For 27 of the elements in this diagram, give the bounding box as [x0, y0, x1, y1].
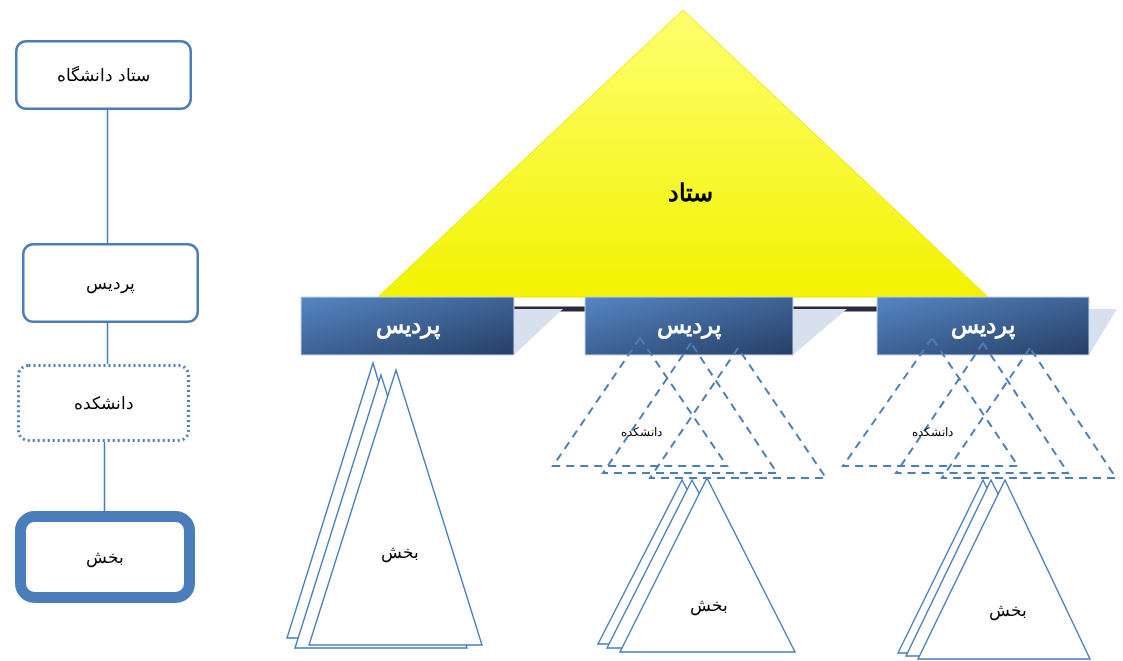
org-level-box — [22, 243, 199, 323]
dotted-level-box — [17, 364, 190, 442]
department-triangle-stack — [285, 361, 484, 650]
level-label: بخش — [989, 600, 1027, 620]
level-label: پردیس — [86, 273, 135, 293]
connector-line — [106, 109, 109, 244]
campus-banner — [301, 297, 514, 355]
department-triangle-stack — [896, 478, 1092, 661]
connector-line — [106, 322, 109, 365]
org-level-box — [15, 40, 192, 110]
level-label: بخش — [381, 542, 419, 562]
level-title: پردیس — [951, 310, 1015, 338]
level-title: پردیس — [657, 310, 721, 338]
campus-banner — [877, 297, 1089, 355]
campus-banner — [585, 297, 793, 355]
department-triangle-stack — [596, 476, 797, 654]
level-title: ستاد — [667, 177, 713, 207]
level-label: دانشکده — [620, 425, 662, 439]
thick-level-box — [15, 511, 195, 603]
level-title: پردیس — [375, 310, 440, 338]
level-label: دانشکده — [73, 393, 134, 413]
level-label: دانشکده — [911, 425, 953, 439]
level-label: بخش — [690, 595, 728, 615]
headquarters-triangle — [378, 10, 988, 297]
connector-line — [103, 441, 106, 512]
level-label: ستاد دانشگاه — [56, 65, 151, 85]
level-label: بخش — [86, 547, 124, 567]
